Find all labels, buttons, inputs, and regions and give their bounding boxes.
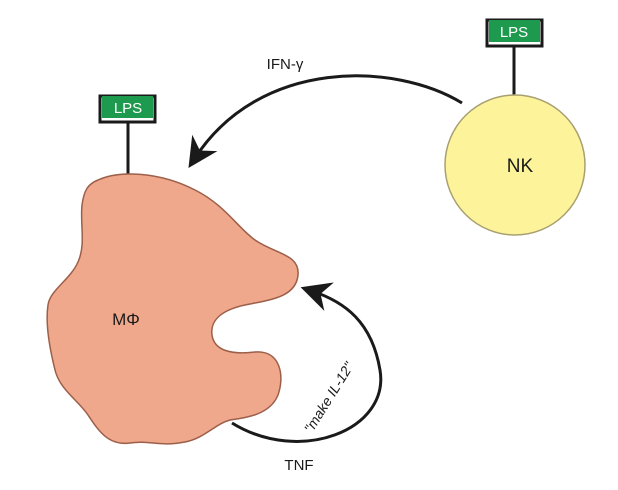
tnf-label: TNF bbox=[284, 457, 313, 474]
lps-label-macrophage: LPS bbox=[114, 100, 142, 117]
tnf-loop-arrow bbox=[231, 282, 383, 443]
lps-badge-nk bbox=[489, 20, 540, 42]
lps-badge-macrophage bbox=[102, 96, 153, 118]
lps-label-nk: LPS bbox=[500, 24, 528, 41]
macrophage-shape bbox=[46, 173, 299, 445]
nk-cell bbox=[444, 94, 586, 236]
lps-receptor-nk: LPS bbox=[485, 18, 544, 48]
ifn-gamma-label: IFN-γ bbox=[267, 56, 304, 73]
lps-receptor-macrophage: LPS bbox=[98, 94, 157, 124]
nk-label: NK bbox=[507, 156, 534, 177]
ifn-gamma-arrow bbox=[188, 74, 463, 169]
macrophage-label: MΦ bbox=[112, 310, 140, 329]
make-il12-annotation: "make IL-12" bbox=[301, 358, 357, 435]
